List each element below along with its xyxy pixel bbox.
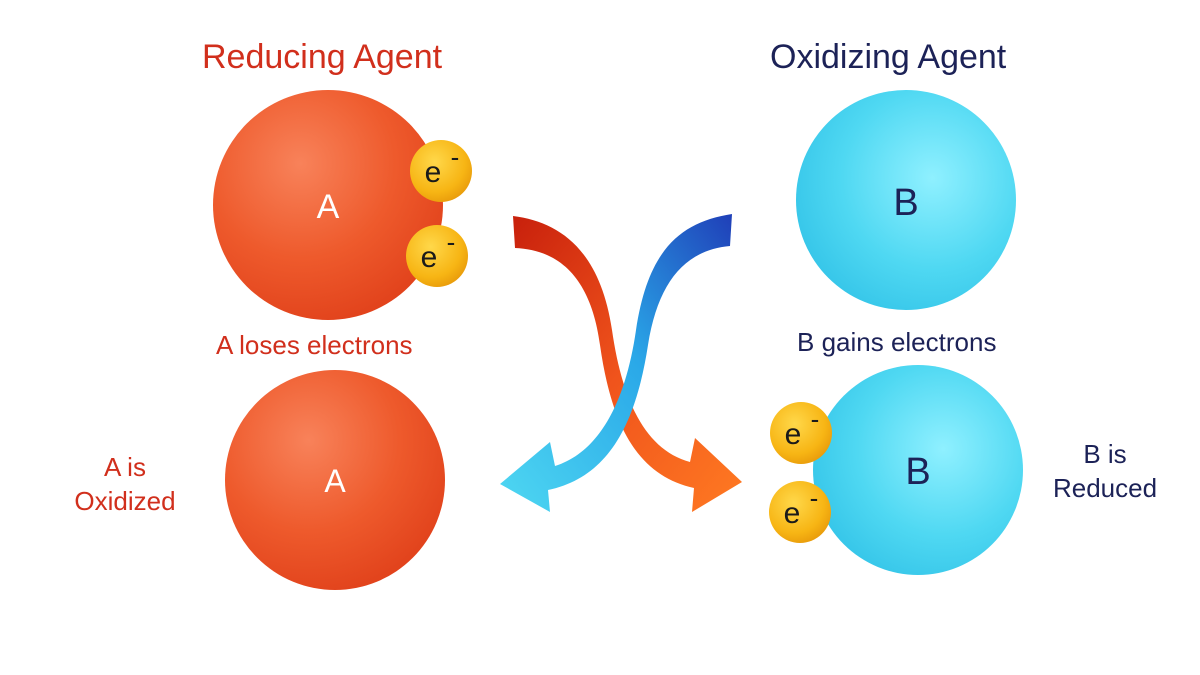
reducing-agent-title: Reducing Agent [202,38,443,76]
svg-text:e: e [425,156,442,189]
a-loses-caption: A loses electrons [216,330,413,360]
svg-text:e: e [784,497,801,530]
oxidizing-agent-title: Oxidizing Agent [770,38,1007,76]
electron-transfer-arrow-orange [513,216,742,512]
ball-a-before [213,90,443,320]
electron-a-top: e - [410,140,472,202]
electron-a-bottom: e - [406,225,468,287]
svg-text:e: e [785,418,802,451]
svg-text:-: - [451,142,460,172]
electron-b-bottom: e - [769,481,831,543]
svg-text:-: - [811,404,820,434]
electron-transfer-arrow-blue [500,214,732,512]
ball-b-after [813,365,1023,575]
ball-b-before-letter: B [893,182,918,224]
ball-a-before-letter: A [317,188,340,226]
ball-b-before [796,90,1016,310]
ball-b-after-letter: B [905,451,930,493]
electron-b-top: e - [770,402,832,464]
ball-a-after-letter: A [324,463,346,499]
ball-a-after [225,370,445,590]
svg-text:e: e [421,241,438,274]
b-gains-caption: B gains electrons [797,327,997,357]
svg-text:-: - [810,483,819,513]
svg-text:-: - [447,227,456,257]
